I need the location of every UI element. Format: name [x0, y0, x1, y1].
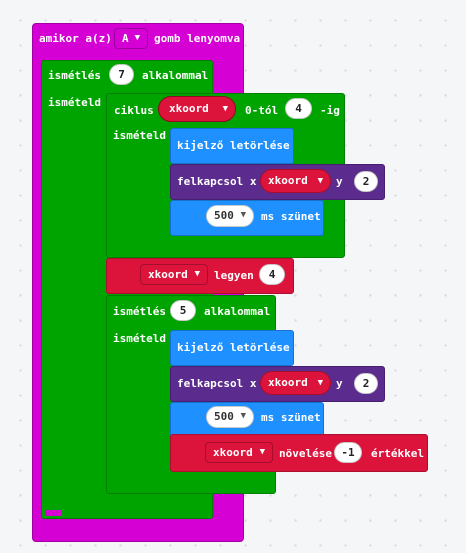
clear-screen-block-2[interactable] [170, 330, 294, 366]
repeat-outer-do-label: ismételd [48, 96, 101, 109]
set-variable-input[interactable]: 4 [259, 264, 285, 285]
set-variable-value: xkoord [148, 268, 188, 281]
chevron-down-icon: ▼ [240, 210, 246, 220]
set-variable-label: legyen [214, 269, 254, 282]
event-label-suffix: gomb lenyomva [154, 32, 241, 45]
set-variable-dropdown[interactable]: xkoord ▼ [140, 264, 208, 285]
plot-y-input-1[interactable]: 2 [354, 171, 378, 192]
chevron-down-icon: ▼ [222, 104, 228, 114]
repeat-inner-count-input[interactable]: 5 [170, 300, 196, 321]
for-loop-from-label: 0-tól [245, 104, 279, 117]
button-dropdown[interactable]: A▼ [114, 28, 148, 49]
repeat-inner-unit: alkalommal [204, 305, 271, 318]
plot-y-label-2: y [336, 377, 343, 390]
for-loop-variable-dropdown[interactable]: xkoord ▼ [158, 96, 236, 122]
pause-value-2: 500 [214, 410, 234, 423]
change-variable-suffix: értékkel [371, 447, 424, 460]
for-loop-to-suffix: -ig [320, 104, 340, 117]
for-loop-to-input[interactable]: 4 [285, 98, 312, 119]
change-variable-input[interactable]: -1 [334, 442, 362, 463]
for-loop-label: ciklus [114, 104, 154, 117]
pause-unit-1: ms szünet [261, 210, 321, 223]
plot-x-value-2: xkoord [268, 376, 308, 389]
clear-screen-label-2: kijelző letörlése [177, 341, 290, 354]
plot-x-dropdown-2[interactable]: xkoord ▼ [260, 371, 331, 395]
repeat-outer-unit: alkalommal [142, 69, 209, 82]
for-loop-variable-value: xkoord [169, 102, 209, 115]
repeat-outer-count-input[interactable]: 7 [109, 64, 134, 85]
plot-label-1: felkapcsol x [177, 175, 257, 188]
chevron-down-icon: ▼ [134, 33, 140, 43]
pause-dropdown-2[interactable]: 500 ▼ [206, 406, 254, 428]
repeat-inner-label: ismétlés [113, 305, 166, 318]
plot-y-input-2[interactable]: 2 [354, 373, 378, 394]
plot-x-value-1: xkoord [268, 174, 308, 187]
chevron-down-icon: ▼ [194, 269, 200, 279]
pause-dropdown-1[interactable]: 500 ▼ [206, 205, 254, 227]
chevron-down-icon: ▼ [240, 411, 246, 421]
block-notch [45, 510, 61, 516]
pause-unit-2: ms szünet [261, 411, 321, 424]
plot-x-dropdown-1[interactable]: xkoord ▼ [260, 169, 331, 193]
clear-screen-label-1: kijelző letörlése [177, 139, 290, 152]
button-dropdown-value: A [122, 32, 129, 45]
chevron-down-icon: ▼ [317, 378, 323, 388]
change-variable-label: növelése [279, 447, 332, 460]
pause-value-1: 500 [214, 209, 234, 222]
for-loop-do-label: ismételd [113, 129, 166, 142]
plot-y-label-1: y [336, 175, 343, 188]
change-variable-value: xkoord [213, 446, 253, 459]
clear-screen-block-1[interactable] [170, 128, 294, 164]
chevron-down-icon: ▼ [259, 447, 265, 457]
event-label-prefix: amikor a(z) [39, 32, 112, 45]
change-variable-dropdown[interactable]: xkoord ▼ [205, 442, 273, 463]
repeat-outer-label: ismétlés [48, 69, 101, 82]
chevron-down-icon: ▼ [317, 176, 323, 186]
repeat-inner-do-label: ismételd [113, 332, 166, 345]
plot-label-2: felkapcsol x [177, 377, 257, 390]
